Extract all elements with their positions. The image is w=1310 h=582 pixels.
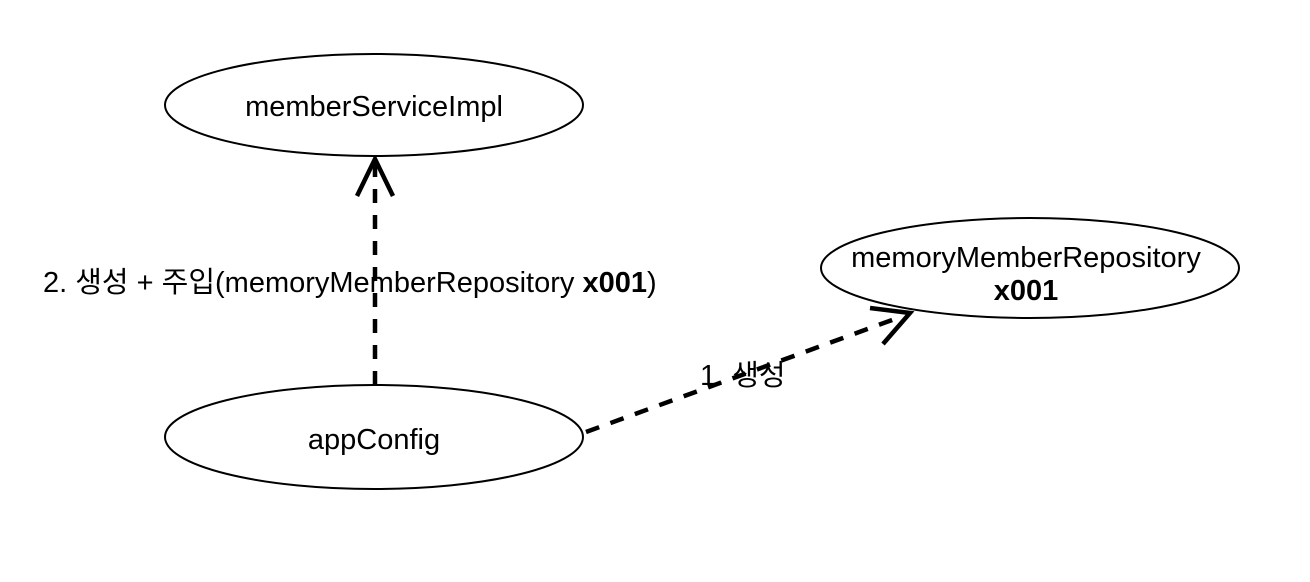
open-arrowhead-upright-icon <box>869 305 915 346</box>
node-app-config: appConfig <box>164 384 584 490</box>
edge-create-and-inject-label-instance: x001 <box>582 267 647 299</box>
edge-create-and-inject-label: 2. 생성 + 주입(memoryMemberRepository x001) <box>43 266 657 299</box>
edge-create-and-inject <box>354 153 396 385</box>
edge-create-and-inject-label-suffix: ) <box>647 267 657 299</box>
ellipse-app-config <box>164 384 584 490</box>
dashed-line-diagonal <box>585 313 904 435</box>
edge-create <box>585 305 915 435</box>
open-arrowhead-up-icon <box>354 153 396 197</box>
node-member-service-impl: memberServiceImpl <box>164 53 584 157</box>
node-memory-member-repository-label: memoryMemberRepository <box>851 242 1201 274</box>
node-app-config-label: appConfig <box>308 424 440 456</box>
node-member-service-impl-label: memberServiceImpl <box>245 91 503 123</box>
ellipse-memory-member-repository <box>820 217 1240 319</box>
ellipse-member-service-impl <box>164 53 584 157</box>
node-memory-member-repository-instance-label: x001 <box>994 275 1059 307</box>
edge-create-label: 1. 생성 <box>700 360 786 392</box>
edge-create-and-inject-label-prefix: 2. 생성 + 주입(memoryMemberRepository <box>43 266 582 299</box>
node-memory-member-repository: memoryMemberRepository x001 <box>820 217 1240 319</box>
